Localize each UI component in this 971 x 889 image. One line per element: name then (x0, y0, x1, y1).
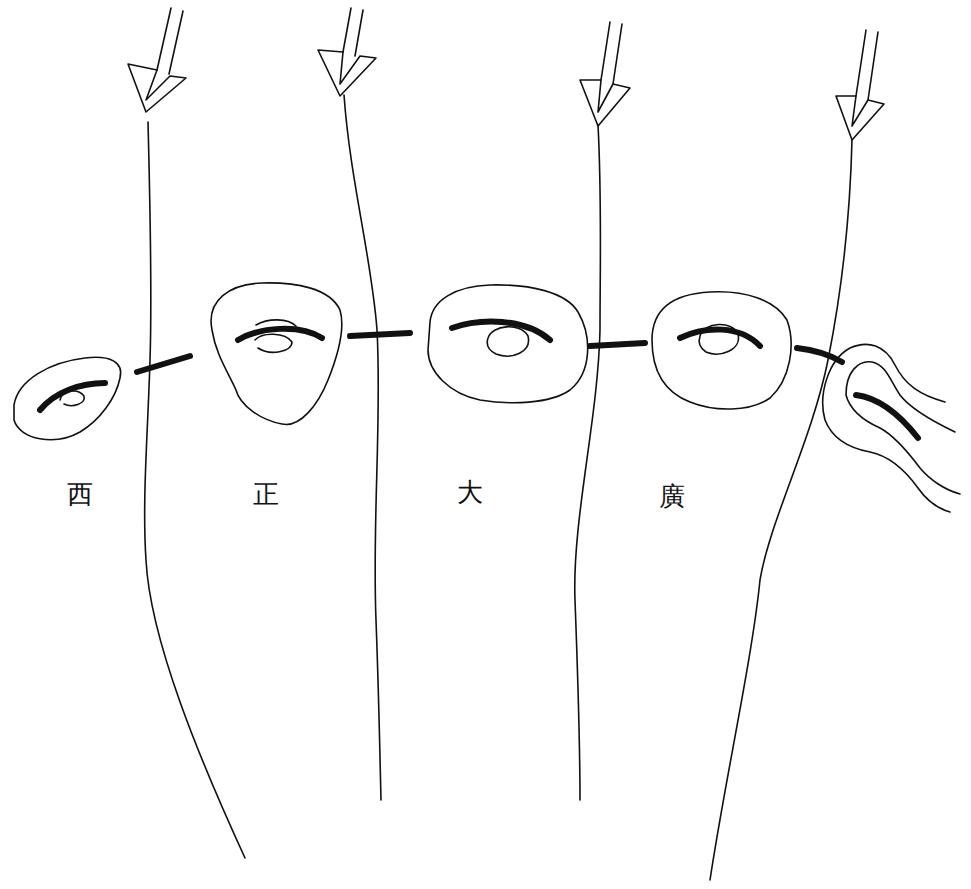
inner-ring (256, 320, 296, 326)
flow-arrow (128, 8, 186, 112)
link-dash (797, 348, 842, 362)
flow-line (344, 95, 381, 800)
link-dash (590, 343, 645, 346)
place-label: 廣 (659, 482, 685, 511)
lake-outline (211, 283, 342, 425)
link-dash (350, 333, 410, 336)
place-label: 大 (457, 478, 483, 507)
flow-line (575, 125, 601, 800)
ridge-mark (452, 322, 550, 340)
lake-outline (846, 362, 960, 494)
inner-ring (487, 327, 528, 356)
ridge-mark (238, 329, 322, 340)
flow-arrow (318, 8, 376, 96)
ridge-mark (40, 383, 105, 410)
flow-line (145, 122, 245, 858)
lake-outline (652, 292, 791, 409)
inner-ring (255, 334, 292, 352)
flow-arrow (580, 22, 630, 126)
link-dash (137, 356, 190, 372)
ridge-mark (856, 395, 918, 438)
ridge-mark (680, 329, 760, 346)
place-label: 西 (67, 480, 93, 509)
flow-arrow (836, 30, 884, 140)
flow-line (710, 140, 852, 880)
lake-outline (823, 344, 950, 512)
place-label: 正 (253, 480, 279, 509)
lake-outline (14, 357, 121, 439)
lake-outline (428, 285, 588, 403)
